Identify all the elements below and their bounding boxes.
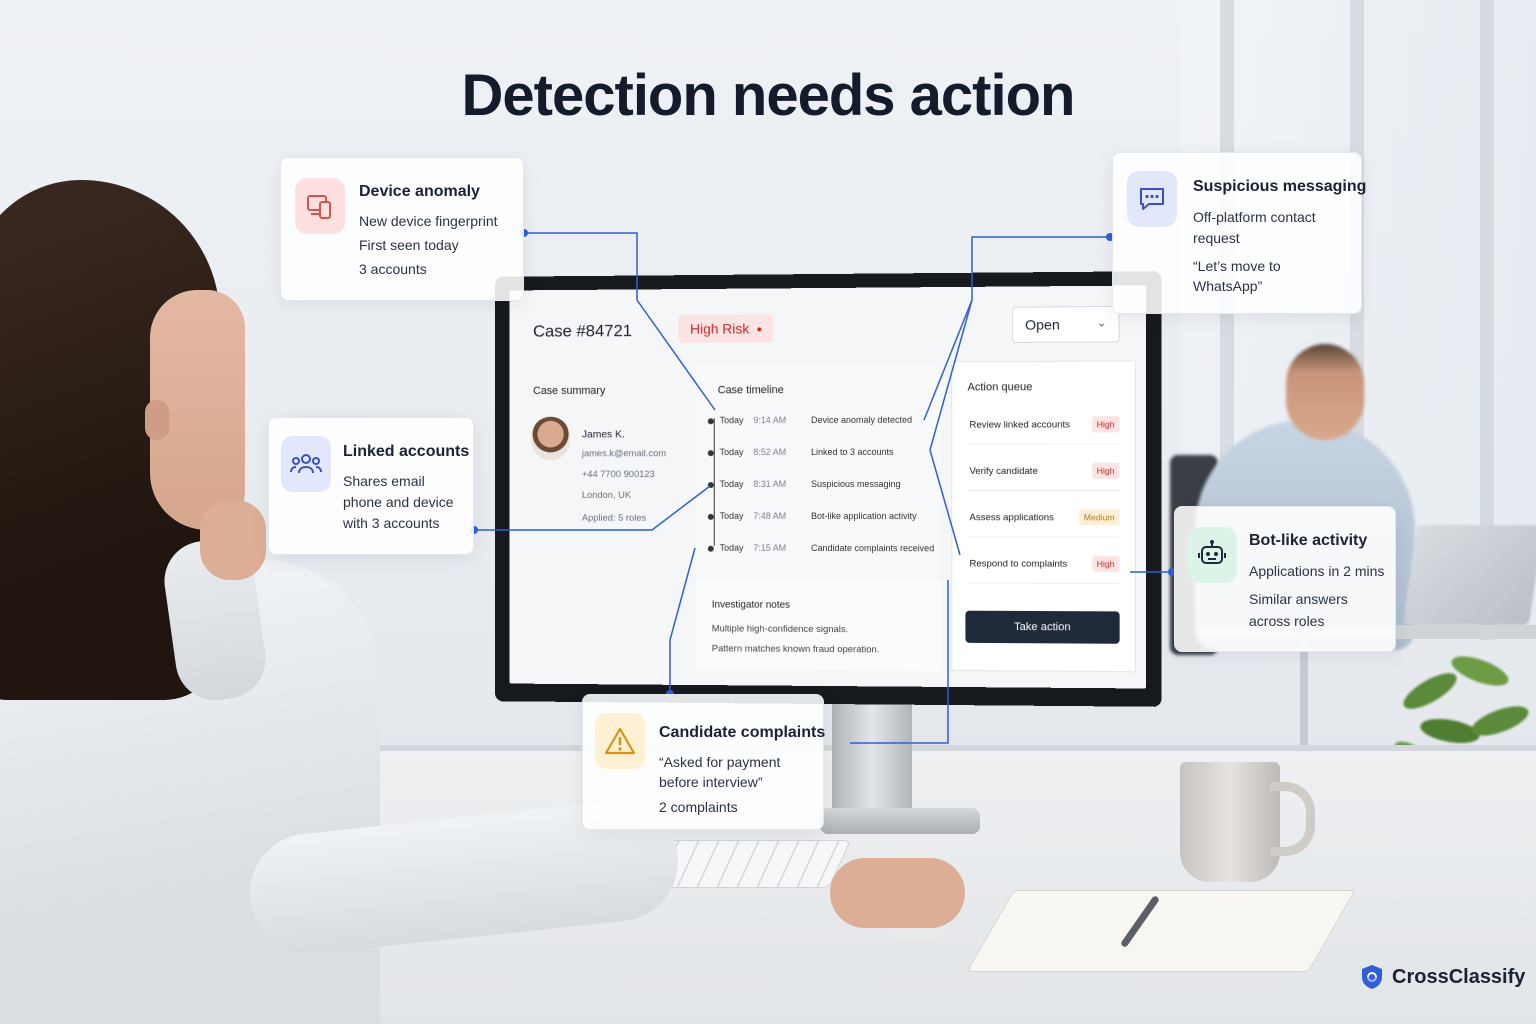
person-hand bbox=[830, 858, 965, 928]
notebook bbox=[966, 890, 1356, 972]
monitor-stand bbox=[832, 690, 912, 810]
case-status-value: Open bbox=[1025, 316, 1060, 333]
card-line: Shares email bbox=[343, 473, 425, 489]
background-laptop bbox=[1402, 525, 1536, 625]
callout-candidate-complaints: Candidate complaints “Asked for payment … bbox=[582, 694, 826, 830]
coffee-mug-handle bbox=[1270, 782, 1315, 856]
robot-icon bbox=[1187, 527, 1237, 583]
priority-badge: High bbox=[1091, 416, 1120, 433]
card-line: phone and device bbox=[343, 494, 454, 510]
risk-dot-icon bbox=[757, 327, 762, 332]
card-line: 2 complaints bbox=[659, 799, 738, 815]
card-title: Device anomaly bbox=[359, 183, 480, 200]
priority-badge: Medium bbox=[1078, 509, 1120, 526]
background-coworker-head bbox=[1286, 344, 1364, 440]
card-title: Bot-like activity bbox=[1249, 532, 1368, 549]
card-line: New device fingerprint bbox=[359, 213, 498, 229]
queue-item-assess-applications[interactable]: Assess applications Medium bbox=[967, 504, 1120, 538]
callout-device-anomaly: Device anomaly New device fingerprint Fi… bbox=[280, 157, 524, 301]
timeline-dot-icon bbox=[707, 417, 714, 424]
queue-item-respond-to-complaints[interactable]: Respond to complaints High bbox=[967, 550, 1120, 585]
timeline-dot-icon bbox=[707, 545, 714, 552]
case-status-select[interactable]: Open ⌄ bbox=[1011, 305, 1120, 343]
priority-badge: High bbox=[1091, 555, 1120, 572]
brand-name: CrossClassify bbox=[1392, 965, 1526, 988]
shield-logo-icon bbox=[1362, 965, 1382, 989]
card-title: Candidate complaints bbox=[659, 724, 826, 741]
case-title: Case #84721 bbox=[533, 321, 633, 341]
users-icon bbox=[281, 436, 331, 492]
card-line: “Let’s move to bbox=[1193, 258, 1281, 274]
action-queue-title: Action queue bbox=[967, 381, 1033, 394]
devices-icon bbox=[295, 178, 345, 234]
card-line: “Asked for payment bbox=[659, 754, 781, 770]
queue-item-review-linked-accounts[interactable]: Review linked accounts High bbox=[967, 411, 1120, 445]
page-headline: Detection needs action bbox=[461, 63, 1076, 128]
timeline-dot-icon bbox=[707, 481, 714, 488]
note-line: Pattern matches known fraud operation. bbox=[711, 643, 880, 656]
callout-linked-accounts: Linked accounts Shares email phone and d… bbox=[268, 417, 474, 555]
card-line: across roles bbox=[1249, 613, 1325, 629]
monitor-screen: Case #84721 High Risk Open ⌄ Case summar… bbox=[509, 285, 1147, 689]
desk-edge bbox=[360, 745, 1536, 751]
card-line: with 3 accounts bbox=[343, 515, 440, 531]
background-desk-leg bbox=[1300, 635, 1308, 765]
person-hand bbox=[200, 500, 266, 580]
candidate-phone: +44 7700 900123 bbox=[581, 469, 655, 481]
candidate-email: james.k@email.com bbox=[581, 448, 667, 460]
timeline-dot-icon bbox=[707, 513, 714, 520]
card-title: Linked accounts bbox=[343, 443, 470, 460]
card-line: Similar answers bbox=[1249, 591, 1348, 607]
case-timeline-title: Case timeline bbox=[717, 384, 784, 397]
card-title: Suspicious messaging bbox=[1193, 178, 1367, 195]
callout-suspicious-messaging: Suspicious messaging Off-platform contac… bbox=[1112, 152, 1366, 314]
take-action-button[interactable]: Take action bbox=[965, 610, 1120, 644]
card-line: request bbox=[1193, 230, 1240, 246]
card-line: Off-platform contact bbox=[1193, 209, 1316, 225]
timeline-dot-icon bbox=[707, 449, 714, 456]
card-line: 3 accounts bbox=[359, 261, 427, 277]
candidate-location: London, UK bbox=[581, 489, 632, 501]
chevron-down-icon: ⌄ bbox=[1096, 317, 1107, 330]
person-ear bbox=[145, 400, 169, 440]
window-frame bbox=[1480, 0, 1494, 640]
candidate-name: James K. bbox=[581, 428, 625, 441]
avatar bbox=[531, 416, 571, 461]
callout-bot-activity: Bot-like activity Applications in 2 mins… bbox=[1174, 506, 1396, 652]
chat-icon bbox=[1127, 171, 1177, 227]
candidate-applied: Applied: 5 roles bbox=[581, 512, 647, 524]
queue-item-verify-candidate[interactable]: Verify candidate High bbox=[967, 457, 1120, 492]
brand-logo: CrossClassify bbox=[1360, 964, 1525, 990]
note-line: Multiple high-confidence signals. bbox=[711, 623, 849, 636]
risk-label: High Risk bbox=[690, 320, 750, 337]
card-line: before interview” bbox=[659, 774, 763, 790]
risk-badge: High Risk bbox=[678, 314, 774, 343]
monitor-base bbox=[820, 808, 980, 834]
investigator-notes-title: Investigator notes bbox=[711, 599, 791, 611]
card-line: Applications in 2 mins bbox=[1249, 563, 1385, 579]
coffee-mug bbox=[1180, 762, 1280, 882]
card-line: First seen today bbox=[359, 237, 459, 253]
warning-icon bbox=[595, 713, 645, 769]
card-line: WhatsApp” bbox=[1193, 278, 1263, 294]
priority-badge: High bbox=[1091, 462, 1120, 479]
case-summary-title: Case summary bbox=[533, 384, 606, 398]
